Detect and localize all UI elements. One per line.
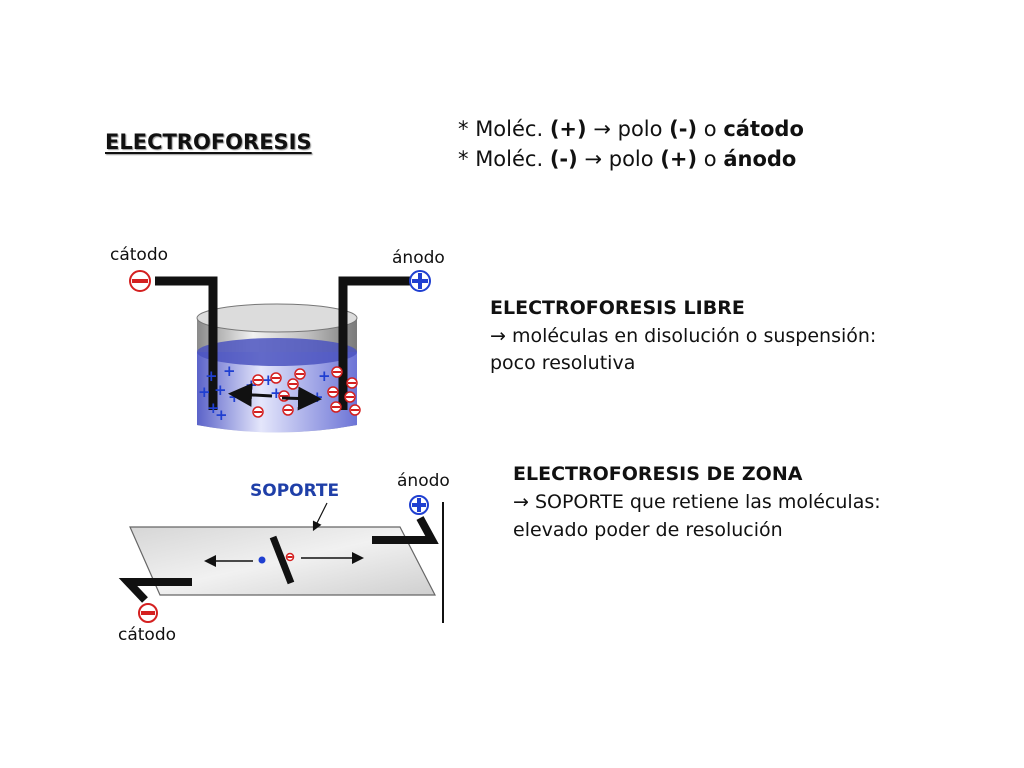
rule-pole-sign: (+): [660, 147, 698, 171]
svg-text:+: +: [207, 399, 220, 417]
libre-cathode-label: cátodo: [110, 245, 169, 265]
zone-negative-ion-icon: [285, 552, 295, 562]
bullet-star: *: [458, 117, 469, 141]
svg-text:+: +: [311, 388, 324, 406]
svg-text:+: +: [214, 381, 227, 399]
svg-text:+: +: [198, 383, 211, 401]
rule-charge: (+): [549, 117, 587, 141]
rule-o: o: [703, 117, 717, 141]
negative-ions: [252, 366, 361, 418]
support-label: SOPORTE: [250, 481, 340, 501]
svg-text:+: +: [205, 367, 218, 385]
libre-description-line1: → moléculas en disolución o suspensión:: [490, 325, 877, 347]
liquid: [197, 352, 357, 433]
libre-title: ELECTROFORESIS LIBRE: [490, 297, 745, 319]
rule-polo: polo: [608, 147, 654, 171]
rule-pole-name: ánodo: [723, 147, 797, 171]
zona-anode-label: ánodo: [397, 471, 450, 491]
rule-mol: Moléc.: [475, 117, 544, 141]
svg-text:+: +: [223, 362, 236, 380]
rule-charge: (-): [549, 147, 578, 171]
arrow-icon: →: [584, 147, 603, 171]
page-title: ELECTROFORESIS: [105, 130, 312, 154]
arrow-right-icon: [281, 386, 322, 411]
zone-electrophoresis-diagram: [118, 495, 444, 623]
zona-description-line2: elevado poder de resolución: [513, 519, 783, 541]
zone-positive-ion-icon: [258, 556, 266, 564]
rule-pole-name: cátodo: [723, 117, 804, 141]
cathode-minus-icon: [129, 270, 151, 292]
anode-electrode: [338, 276, 411, 410]
cathode-electrode: [155, 276, 218, 410]
libre-description-line2: poco resolutiva: [490, 352, 636, 374]
rule-positive-molecules: * Moléc. (+) → polo (-) o cátodo: [458, 114, 804, 144]
support-pointer-icon: [312, 502, 328, 532]
rule-o: o: [703, 147, 717, 171]
svg-text:+: +: [318, 367, 331, 385]
anode-plus-icon: [409, 270, 431, 292]
zona-description-line1: → SOPORTE que retiene las moléculas:: [513, 491, 881, 513]
sample-well: [269, 535, 295, 585]
bullet-star: *: [458, 147, 469, 171]
zone-cathode-minus-icon: [138, 603, 158, 623]
liquid-surface: [197, 338, 357, 366]
rule-mol: Moléc.: [475, 147, 544, 171]
rule-negative-molecules: * Moléc. (-) → polo (+) o ánodo: [458, 144, 796, 174]
beaker: [196, 303, 358, 433]
zone-anode-plus-icon: [409, 495, 429, 515]
arrow-icon: →: [593, 117, 611, 141]
zone-anode-electrode: [372, 516, 439, 544]
zone-cathode-electrode: [118, 578, 192, 603]
zona-title: ELECTROFORESIS DE ZONA: [513, 463, 803, 485]
libre-anode-label: ánodo: [392, 248, 445, 268]
arrow-left-icon: [228, 382, 273, 407]
svg-text:+: +: [215, 406, 228, 424]
svg-text:+: +: [228, 388, 241, 406]
rule-pole-sign: (-): [669, 117, 698, 141]
beaker-rim: [196, 303, 358, 333]
rule-polo: polo: [617, 117, 663, 141]
zona-cathode-label: cátodo: [118, 625, 177, 645]
